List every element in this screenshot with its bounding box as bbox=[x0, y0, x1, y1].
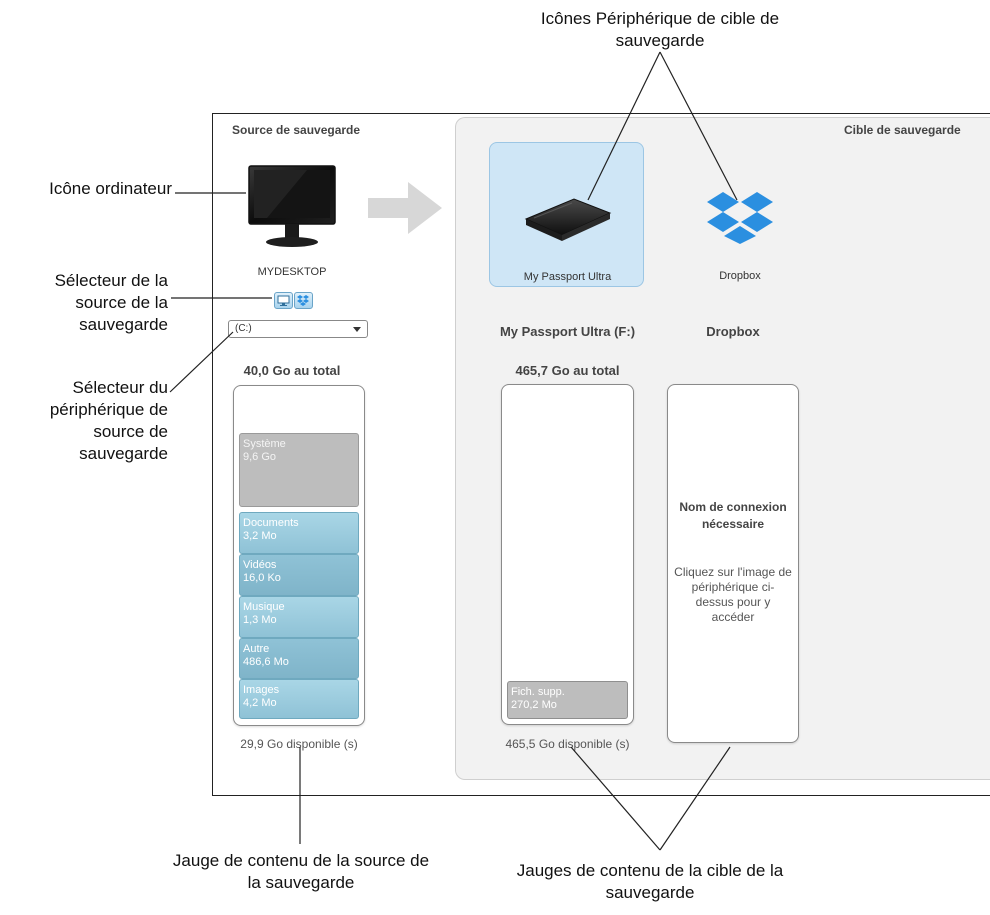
arrow-right-icon bbox=[368, 178, 444, 238]
segment-label: Système bbox=[243, 438, 286, 450]
segment-size: 4,2 Mo bbox=[243, 697, 277, 709]
segment-size: 1,3 Mo bbox=[243, 614, 277, 626]
callout-device-selector: Sélecteur du périphérique de source de s… bbox=[49, 378, 168, 463]
gauge-segment-system: Système 9,6 Go bbox=[239, 433, 359, 507]
gauge-segment-music: Musique 1,3 Mo bbox=[239, 596, 359, 638]
segment-label: Images bbox=[243, 684, 280, 696]
source-available: 29,9 Go disponible (s) bbox=[240, 737, 358, 751]
dropbox-content-gauge: Nom de connexion nécessaire Cliquez sur … bbox=[667, 384, 799, 743]
passport-heading: My Passport Ultra (F:) bbox=[499, 324, 636, 339]
gauge-segment-extra-files: Fich. supp. 270,2 Mo bbox=[507, 681, 628, 719]
dropbox-login-hint: Cliquez sur l'image de périphérique ci-d… bbox=[674, 565, 792, 624]
device-tile-dropbox[interactable]: Dropbox bbox=[690, 142, 790, 287]
gauge-segment-documents: Documents 3,2 Mo bbox=[239, 512, 359, 554]
callout-computer-icon: Icône ordinateur bbox=[49, 179, 172, 198]
dropbox-small-icon bbox=[297, 295, 309, 306]
dropbox-icon bbox=[707, 192, 773, 244]
device-label-dropbox: Dropbox bbox=[719, 270, 761, 282]
source-drive-select[interactable]: (C:) bbox=[228, 320, 368, 338]
monitor-icon bbox=[277, 295, 290, 306]
source-total: 40,0 Go au total bbox=[243, 363, 341, 378]
source-drive-value: (C:) bbox=[235, 323, 252, 334]
dropbox-heading: Dropbox bbox=[706, 324, 760, 339]
segment-label: Vidéos bbox=[243, 559, 277, 571]
segment-size: 270,2 Mo bbox=[511, 699, 557, 711]
device-label-my-passport-ultra: My Passport Ultra bbox=[523, 271, 612, 283]
gauge-segment-images: Images 4,2 Mo bbox=[239, 679, 359, 719]
computer-name: MYDESKTOP bbox=[257, 266, 327, 278]
dropbox-login-title: Nom de connexion nécessaire bbox=[679, 500, 787, 531]
passport-available: 465,5 Go disponible (s) bbox=[505, 737, 630, 751]
computer-icon[interactable] bbox=[247, 160, 337, 255]
callout-target-icons: Icônes Périphérique de cible de sauvegar… bbox=[540, 9, 780, 50]
passport-content-gauge: Fich. supp. 270,2 Mo bbox=[501, 384, 634, 725]
callout-target-gauges: Jauges de contenu de la cible de la sauv… bbox=[516, 861, 784, 902]
target-panel-title: Cible de sauvegarde bbox=[844, 123, 961, 137]
segment-size: 3,2 Mo bbox=[243, 530, 277, 542]
source-panel-title: Source de sauvegarde bbox=[232, 123, 361, 137]
callout-source-selector: Sélecteur de la source de la sauvegarde bbox=[54, 271, 168, 334]
segment-size: 16,0 Ko bbox=[243, 572, 281, 584]
callout-source-gauge: Jauge de contenu de la source de la sauv… bbox=[172, 851, 430, 892]
gauge-segment-other: Autre 486,6 Mo bbox=[239, 638, 359, 679]
segment-label: Fich. supp. bbox=[511, 686, 565, 698]
passport-total: 465,7 Go au total bbox=[515, 363, 620, 378]
device-tile-my-passport-ultra[interactable]: My Passport Ultra bbox=[489, 142, 644, 287]
computer-source-button[interactable] bbox=[274, 292, 293, 309]
segment-label: Musique bbox=[243, 601, 285, 613]
external-drive-icon bbox=[524, 198, 612, 241]
cloud-source-button[interactable] bbox=[294, 292, 313, 309]
segment-size: 9,6 Go bbox=[243, 451, 277, 463]
segment-label: Autre bbox=[243, 643, 270, 655]
gauge-segment-videos: Vidéos 16,0 Ko bbox=[239, 554, 359, 596]
chevron-down-icon bbox=[353, 327, 361, 332]
segment-size: 486,6 Mo bbox=[243, 656, 289, 668]
source-content-gauge: Système 9,6 Go Documents 3,2 Mo Vidéos 1… bbox=[233, 385, 365, 726]
segment-label: Documents bbox=[243, 517, 299, 529]
